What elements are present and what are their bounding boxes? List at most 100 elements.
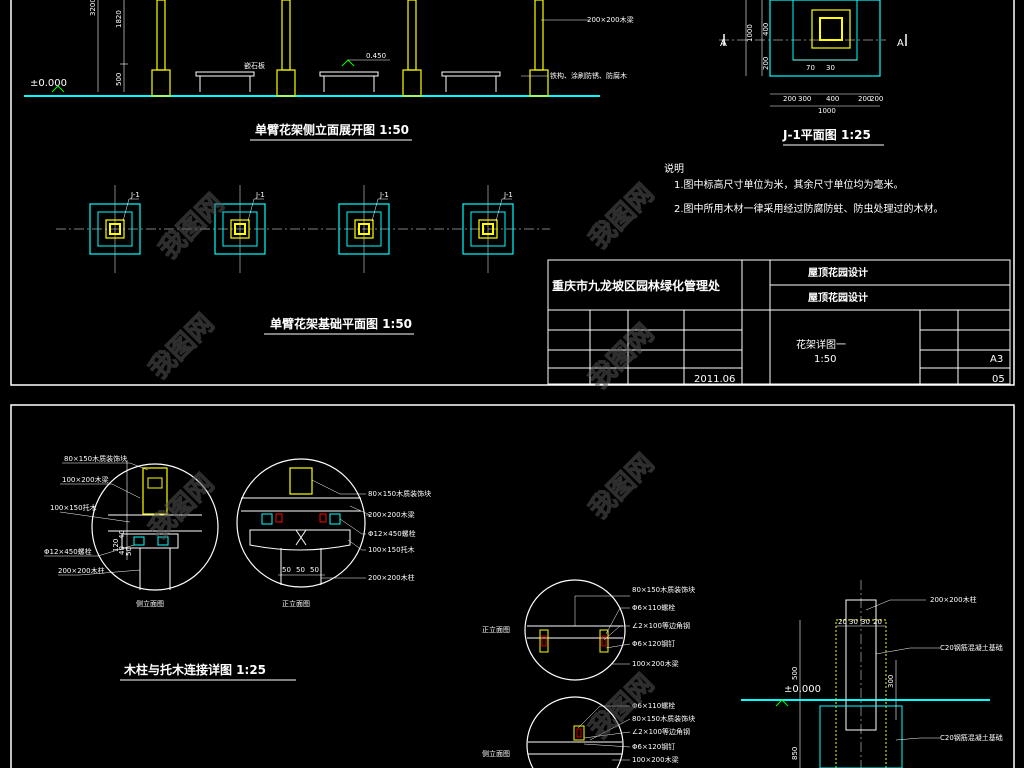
dim-text: 50 — [125, 547, 133, 556]
level-marker-icon — [775, 699, 789, 707]
title-block — [547, 259, 1011, 385]
title-block-date: 2011.06 — [694, 374, 735, 385]
callout: 100×200木梁 — [632, 659, 679, 668]
front-elevation-label-1: 正立面图 — [282, 599, 310, 608]
callout: 80×150木质装饰块 — [64, 454, 127, 463]
dim-text: 1820 — [115, 10, 123, 28]
front-elevation-label-2: 正立面图 — [482, 625, 510, 634]
dim-text: 200 — [858, 95, 871, 103]
title-block-drawing-name: 花架详图一 — [796, 338, 846, 351]
elevation-title: 单臂花架侧立面展开图 1:50 — [255, 122, 409, 137]
joint-detail-front-2: 正立面图 80×150木质装饰块 Φ6×110螺栓 ∠2×100等边角钢 Φ6×… — [482, 579, 695, 681]
dim-text: 500 — [791, 667, 799, 680]
bench-level-marker-icon — [341, 59, 355, 67]
dim-text: 120 — [112, 539, 120, 552]
foundation-plan: J-1 J-1 J-1 — [56, 185, 550, 335]
watermark-layer: 我图网 我图网 我图网 我图网 我图网 我图网 我图网 — [143, 178, 660, 745]
callout: 80×150木质装饰块 — [368, 489, 431, 498]
callout: 200×200木柱 — [930, 595, 977, 604]
elevation-posts — [151, 0, 549, 97]
dim-text: 20 — [873, 618, 882, 626]
callout: ∠2×100等边角钢 — [632, 727, 690, 736]
side-elevation-label-1: 侧立面图 — [136, 599, 164, 608]
callout: 100×150托木 — [368, 545, 415, 554]
callout: Φ6×120钢钉 — [632, 639, 675, 648]
notes-heading: 说明 — [664, 162, 684, 175]
callout: Φ6×110螺栓 — [632, 603, 675, 612]
dim-text: 3200 — [89, 0, 97, 16]
elevation-note: 嵌石板 — [244, 61, 265, 70]
foundation-title: 单臂花架基础平面图 1:50 — [270, 316, 412, 331]
elevation-benches — [195, 71, 501, 92]
watermark-text: 我图网 — [584, 449, 660, 525]
bench-level-label: 0.450 — [366, 52, 386, 60]
callout: Φ6×110螺栓 — [632, 701, 675, 710]
dim-text: 1000 — [746, 24, 754, 42]
watermark-text: 我图网 — [144, 469, 220, 545]
footing-ground-level: ±0.000 — [784, 684, 821, 695]
callout: Φ12×450螺栓 — [368, 529, 416, 538]
dim-text: 50 — [296, 566, 305, 574]
title-block-project-2: 屋顶花园设计 — [808, 291, 868, 304]
top-sheet: 3200 1820 500 ±0.000 0.450 嵌石 — [10, 0, 1015, 386]
note-1: 1.图中标高尺寸单位为米，其余尺寸单位均为毫米。 — [674, 178, 904, 191]
title-block-scale: 1:50 — [814, 354, 836, 365]
dim-text: 400 — [762, 23, 770, 36]
footing-plan-2: J-1 — [214, 185, 266, 273]
callout: C20钢筋混凝土基础 — [940, 643, 1003, 652]
watermark-text: 我图网 — [144, 309, 220, 385]
callout: Φ6×120钢钉 — [632, 742, 675, 751]
footing-tag: J-1 — [503, 191, 513, 199]
dim-text: 1000 — [818, 107, 836, 115]
j1-plan-view: 1000 400 200 70 30 200 300 400 200 200 1… — [719, 0, 907, 146]
dim-text: 50 — [310, 566, 319, 574]
note-2: 2.图中所用木材一律采用经过防腐防蛀、防虫处理过的木材。 — [674, 202, 944, 215]
side-elevation-label-2: 侧立面图 — [482, 749, 510, 758]
ground-level-label: ±0.000 — [30, 78, 67, 89]
footing-section: ±0.000 500 850 300 20 30 30 20 200×200木柱… — [741, 580, 1003, 768]
title-block-size: A3 — [990, 354, 1003, 365]
dim-text: 30 — [861, 618, 870, 626]
joint-detail-side-1: 40 40 120 50 80×150木质装饰块 100×200木梁 100×1… — [44, 454, 219, 608]
joint-detail-title: 木柱与托木连接详图 1:25 — [123, 662, 266, 677]
footing-plan-1: J-1 — [89, 185, 141, 273]
dim-text: 200 — [762, 57, 770, 70]
footing-tag: J-1 — [130, 191, 140, 199]
j1-plan-title: J-1平面图 1:25 — [782, 128, 871, 142]
section-mark-right: A — [897, 38, 904, 49]
elevation-left-dimensions: 3200 1820 500 — [89, 0, 128, 92]
callout: Φ12×450螺栓 — [44, 547, 92, 556]
dim-text: 400 — [826, 95, 839, 103]
bottom-sheet: 40 40 120 50 80×150木质装饰块 100×200木梁 100×1… — [10, 404, 1015, 768]
callout: 100×200木梁 — [632, 755, 679, 764]
dim-text: 40 — [118, 546, 126, 555]
dim-text: 70 — [806, 64, 815, 72]
footing-tag: J-1 — [379, 191, 389, 199]
top-sheet-border — [10, 0, 1015, 386]
callout: ∠2×100等边角钢 — [632, 621, 690, 630]
dim-text: 300 — [798, 95, 811, 103]
callout: 200×200木柱 — [58, 566, 105, 575]
joint-detail-side-2: 侧立面图 Φ6×110螺栓 80×150木质装饰块 ∠2×100等边角钢 Φ6×… — [482, 696, 695, 768]
bottom-sheet-border — [10, 404, 1015, 768]
section-mark-left: A — [720, 38, 727, 49]
dim-text: 500 — [115, 73, 123, 86]
callout: 200×200木柱 — [368, 573, 415, 582]
callout: 200×200木梁 — [368, 510, 415, 519]
watermark-text: 我图网 — [584, 179, 660, 255]
beam-note: 200×200木梁 — [587, 15, 634, 24]
title-block-org: 重庆市九龙坡区园林绿化管理处 — [552, 278, 721, 293]
dim-text: 40 — [118, 530, 126, 539]
general-notes: 说明 1.图中标高尺寸单位为米，其余尺寸单位均为毫米。 2.图中所用木材一律采用… — [664, 162, 944, 215]
footing-tag: J-1 — [255, 191, 265, 199]
callout: 80×150木质装饰块 — [632, 714, 695, 723]
dim-text: 200 — [783, 95, 796, 103]
title-block-project-1: 屋顶花园设计 — [808, 266, 868, 279]
dim-text: 20 — [838, 618, 847, 626]
dim-text: 30 — [849, 618, 858, 626]
post-note: 铁构、涂刷防锈、防腐木 — [550, 71, 627, 80]
level-marker-icon — [51, 85, 65, 93]
callout: 100×150托木 — [50, 503, 97, 512]
dim-text: 850 — [791, 747, 799, 760]
